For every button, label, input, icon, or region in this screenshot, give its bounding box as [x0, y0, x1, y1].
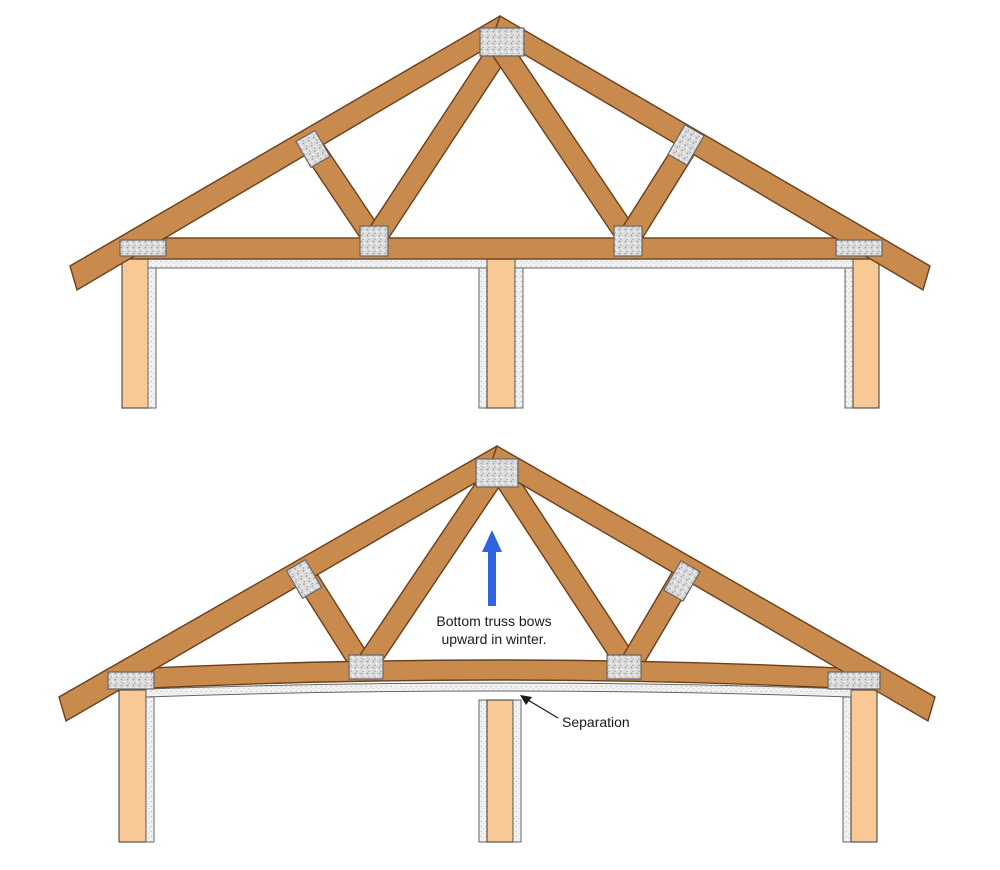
gusset-left-heel	[119, 239, 167, 257]
separation-label: Separation	[562, 714, 630, 730]
gusset-left-web	[295, 129, 331, 169]
separation-pointer-icon	[520, 695, 559, 719]
arrow-label-line2: upward in winter.	[441, 631, 546, 647]
gusset-left-heel-2	[107, 671, 155, 690]
left-wall	[121, 257, 157, 409]
gusset-right-panel	[613, 225, 643, 257]
bowed-truss: Bottom truss bows upward in winter. Sepa…	[58, 444, 936, 843]
right-drywall	[844, 267, 854, 409]
gusset-left-web-2	[285, 558, 323, 600]
left-drywall-2	[145, 696, 155, 843]
left-stud-2	[118, 689, 147, 843]
gusset-right-heel-2	[827, 671, 881, 690]
web-members	[298, 43, 704, 243]
center-stud	[486, 257, 516, 409]
gusset-right-web-2	[663, 559, 701, 603]
center-stud-2	[486, 699, 514, 843]
gusset-plates	[119, 27, 883, 257]
right-stud	[852, 257, 880, 409]
center-wall-2	[478, 699, 522, 843]
gusset-right-heel	[835, 239, 883, 257]
right-drywall-2	[842, 696, 852, 843]
normal-truss	[69, 14, 931, 409]
right-wall-2	[842, 689, 878, 843]
gusset-peak	[479, 27, 525, 57]
gusset-left-panel	[359, 225, 389, 257]
bottom-chord	[119, 237, 883, 260]
gusset-right-web	[667, 123, 705, 167]
arrow-label-line1: Bottom truss bows	[436, 613, 551, 629]
gusset-peak-2	[475, 458, 519, 488]
right-wall	[844, 257, 880, 409]
ceiling-drywall-bowed	[145, 682, 852, 698]
upward-arrow-icon	[482, 530, 502, 606]
gusset-left-panel-2	[348, 654, 384, 680]
ceiling-drywall-left	[147, 258, 488, 269]
center-drywall-right	[514, 267, 524, 409]
center-wall	[478, 257, 524, 409]
ceiling-drywall-right	[514, 258, 854, 269]
center-drywall-right-2	[512, 699, 522, 843]
center-drywall-left-2	[478, 699, 488, 843]
left-stud	[121, 257, 151, 409]
right-stud-2	[850, 689, 878, 843]
left-wall-2	[118, 689, 155, 843]
gusset-right-panel-2	[606, 654, 642, 680]
center-drywall-left	[478, 267, 488, 409]
left-drywall	[147, 267, 157, 409]
gusset-plates-2	[107, 458, 881, 690]
